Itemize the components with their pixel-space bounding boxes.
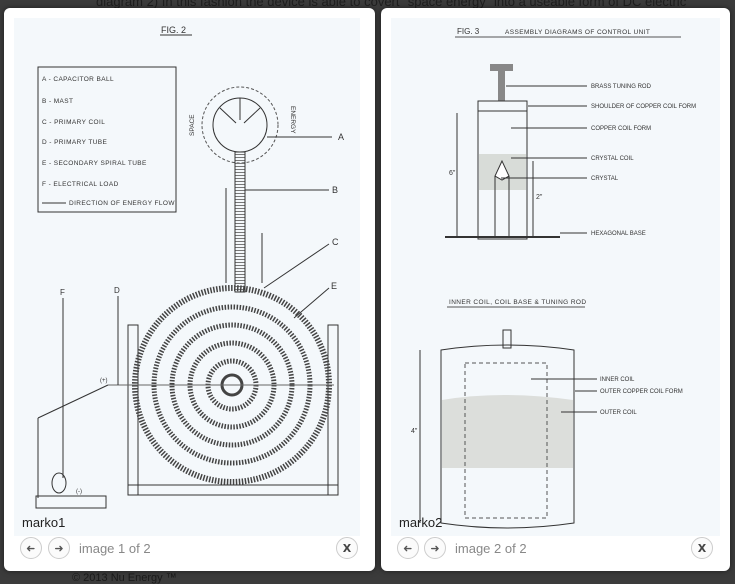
arrow-left-icon: ➜	[26, 542, 36, 555]
label-shoulder: SHOULDER OF COPPER COIL FORM	[591, 104, 696, 110]
arrow-right-icon: ➜	[54, 542, 64, 555]
arrow-left-icon: ➜	[403, 542, 413, 555]
lightbox-panel-1: FIG. 2 A - CAPACITOR BALL B - MAST C - P…	[4, 8, 375, 571]
legend-box	[37, 66, 177, 213]
image-caption: marko2	[399, 515, 443, 530]
callout-c: C	[332, 237, 339, 247]
legend: A - CAPACITOR BALL B - MAST C - PRIMARY …	[42, 76, 175, 207]
background-footer: © 2013 Nu Energy ™	[72, 572, 177, 584]
legend-item: B - MAST	[42, 98, 73, 105]
energy-label: ENERGY	[289, 106, 296, 134]
label-crystal: CRYSTAL	[591, 176, 619, 182]
legend-item: A - CAPACITOR BALL	[42, 76, 114, 83]
arrow-right-icon: ➜	[430, 542, 440, 555]
callout-a: A	[338, 132, 344, 142]
legend-item: D - PRIMARY TUBE	[42, 139, 108, 146]
dim-6-inch: 6"	[449, 170, 456, 177]
space-label: SPACE	[189, 114, 196, 136]
image-caption: marko1	[22, 515, 66, 530]
label-outer-copper-coil-form: OUTER COPPER COIL FORM	[600, 389, 683, 395]
prev-button[interactable]: ➜	[20, 537, 42, 559]
legend-item: C - PRIMARY COIL	[42, 119, 105, 126]
legend-item: F - ELECTRICAL LOAD	[42, 181, 119, 188]
mast	[234, 151, 246, 293]
close-button[interactable]: X	[336, 537, 358, 559]
callout-d: D	[114, 286, 120, 295]
lower-title: INNER COIL, COIL BASE & TUNING ROD	[449, 299, 586, 306]
label-hexagonal-base: HEXAGONAL BASE	[591, 231, 646, 237]
light-bulb	[51, 472, 67, 494]
legend-item: DIRECTION OF ENERGY FLOW	[69, 200, 175, 207]
close-icon: X	[697, 541, 707, 555]
image-counter: image 2 of 2	[455, 541, 527, 556]
prev-button[interactable]: ➜	[397, 537, 419, 559]
figure-2-image: FIG. 2 A - CAPACITOR BALL B - MAST C - P…	[14, 18, 360, 536]
figure-subtitle: ASSEMBLY DIAGRAMS OF CONTROL UNIT	[505, 29, 650, 36]
callout-f: F	[60, 288, 65, 297]
callout-plus: (+)	[100, 378, 108, 384]
callout-e: E	[331, 281, 337, 291]
lightbox-panel-2: FIG. 3 ASSEMBLY DIAGRAMS OF CONTROL UNIT	[381, 8, 730, 571]
background-paragraph: diagram 2) In this fashion the device is…	[96, 0, 687, 9]
label-outer-coil: OUTER COIL	[600, 410, 637, 416]
figure-title: FIG. 2	[161, 25, 186, 35]
control-unit-diagram	[445, 64, 560, 240]
next-button[interactable]: ➜	[48, 537, 70, 559]
dim-2-inch: 2"	[536, 194, 543, 201]
figure-title: FIG. 3	[457, 27, 480, 36]
callout-minus: (-)	[76, 489, 82, 495]
close-icon: X	[342, 541, 352, 555]
label-crystal-coil: CRYSTAL COIL	[591, 156, 634, 162]
image-counter: image 1 of 2	[79, 541, 151, 556]
label-inner-coil: INNER COIL	[600, 377, 635, 383]
label-copper-coil-form: COPPER COIL FORM	[591, 126, 651, 132]
label-brass-tuning-rod: BRASS TUNING ROD	[591, 84, 652, 90]
figure-3-image: FIG. 3 ASSEMBLY DIAGRAMS OF CONTROL UNIT	[391, 18, 720, 536]
callout-b: B	[332, 185, 338, 195]
next-button[interactable]: ➜	[424, 537, 446, 559]
legend-item: E - SECONDARY SPIRAL TUBE	[42, 160, 147, 167]
close-button[interactable]: X	[691, 537, 713, 559]
inner-coil-diagram	[419, 329, 575, 529]
dim-4-inch: 4"	[411, 428, 418, 435]
